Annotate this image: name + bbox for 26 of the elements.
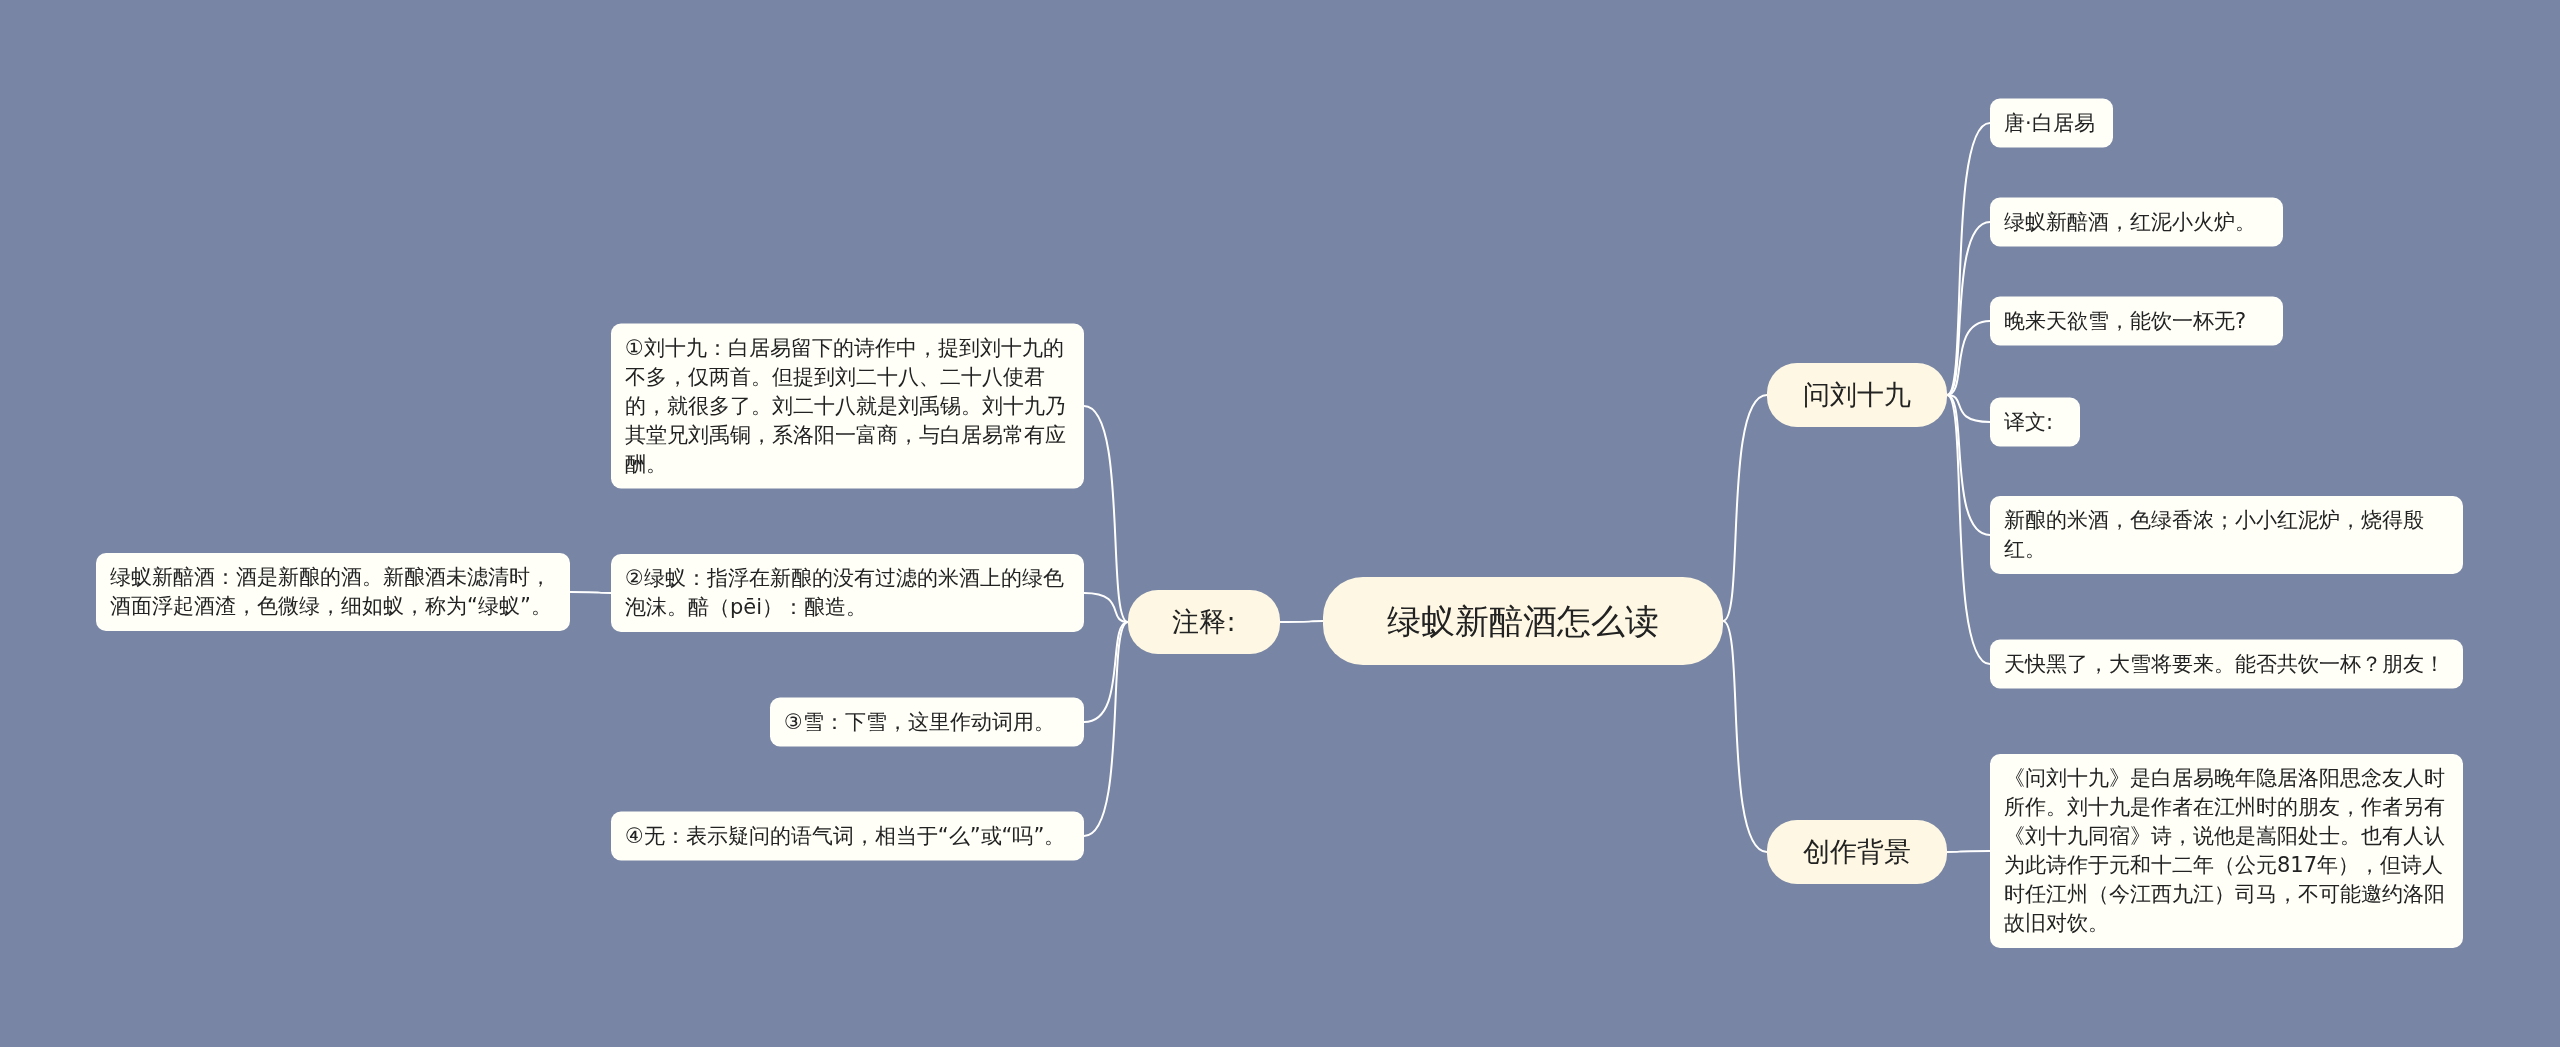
central-topic: 绿蚁新醅酒怎么读 xyxy=(1323,577,1723,665)
connector-line xyxy=(1083,405,1129,623)
note-box: ④无：表示疑问的语气词，相当于“么”或“吗”。 xyxy=(611,811,1084,861)
connector-line xyxy=(1946,122,1991,396)
topic-box: 注释: xyxy=(1128,590,1280,654)
connector-line xyxy=(1279,620,1324,623)
note-box: 晚来天欲雪，能饮一杯无? xyxy=(1990,296,2283,346)
connector-line xyxy=(1083,592,1129,623)
note-box: 绿蚁新醅酒，红泥小火炉。 xyxy=(1990,197,2283,247)
connector-line xyxy=(569,591,612,594)
topic-box: 创作背景 xyxy=(1767,820,1947,884)
connector-line xyxy=(1083,621,1129,837)
note-box: ③雪：下雪，这里作动词用。 xyxy=(770,697,1084,747)
connector-line xyxy=(1946,850,1991,853)
connector-line xyxy=(1722,620,1768,853)
connector-line xyxy=(1722,394,1768,622)
topic-box: 问刘十九 xyxy=(1767,363,1947,427)
note-box: ②绿蚁：指浮在新酿的没有过滤的米酒上的绿色泡沫。醅（pēi）：酿造。 xyxy=(611,554,1084,632)
note-box: ①刘十九：白居易留下的诗作中，提到刘十九的不多，仅两首。但提到刘二十八、二十八使君的，就很多了。刘二十八就是刘禹锡。刘十九乃其堂兄刘禹铜，系洛阳一富商，与白居易常有应酬。 xyxy=(611,323,1084,489)
connector-line xyxy=(1946,394,1991,665)
note-box: 绿蚁新醅酒：酒是新酿的酒。新酿酒未滤清时，酒面浮起酒渣，色微绿，细如蚁，称为“绿蚁”。 xyxy=(96,553,570,631)
note-box: 译文: xyxy=(1990,397,2080,447)
note-box: 《问刘十九》是白居易晚年隐居洛阳思念友人时所作。刘十九是作者在江州时的朋友，作者另有《刘十九同宿》诗，说他是嵩阳处士。也有人认为此诗作于元和十二年（公元817年），但诗人时任江州（今江西九江）司马，不可能邀约洛阳故旧对饮。 xyxy=(1990,754,2463,948)
note-box: 天快黑了，大雪将要来。能否共饮一杯？朋友！ xyxy=(1990,639,2463,689)
note-box: 新酿的米酒，色绿香浓；小小红泥炉，烧得殷红。 xyxy=(1990,496,2463,574)
note-box: 唐·白居易 xyxy=(1990,98,2113,148)
